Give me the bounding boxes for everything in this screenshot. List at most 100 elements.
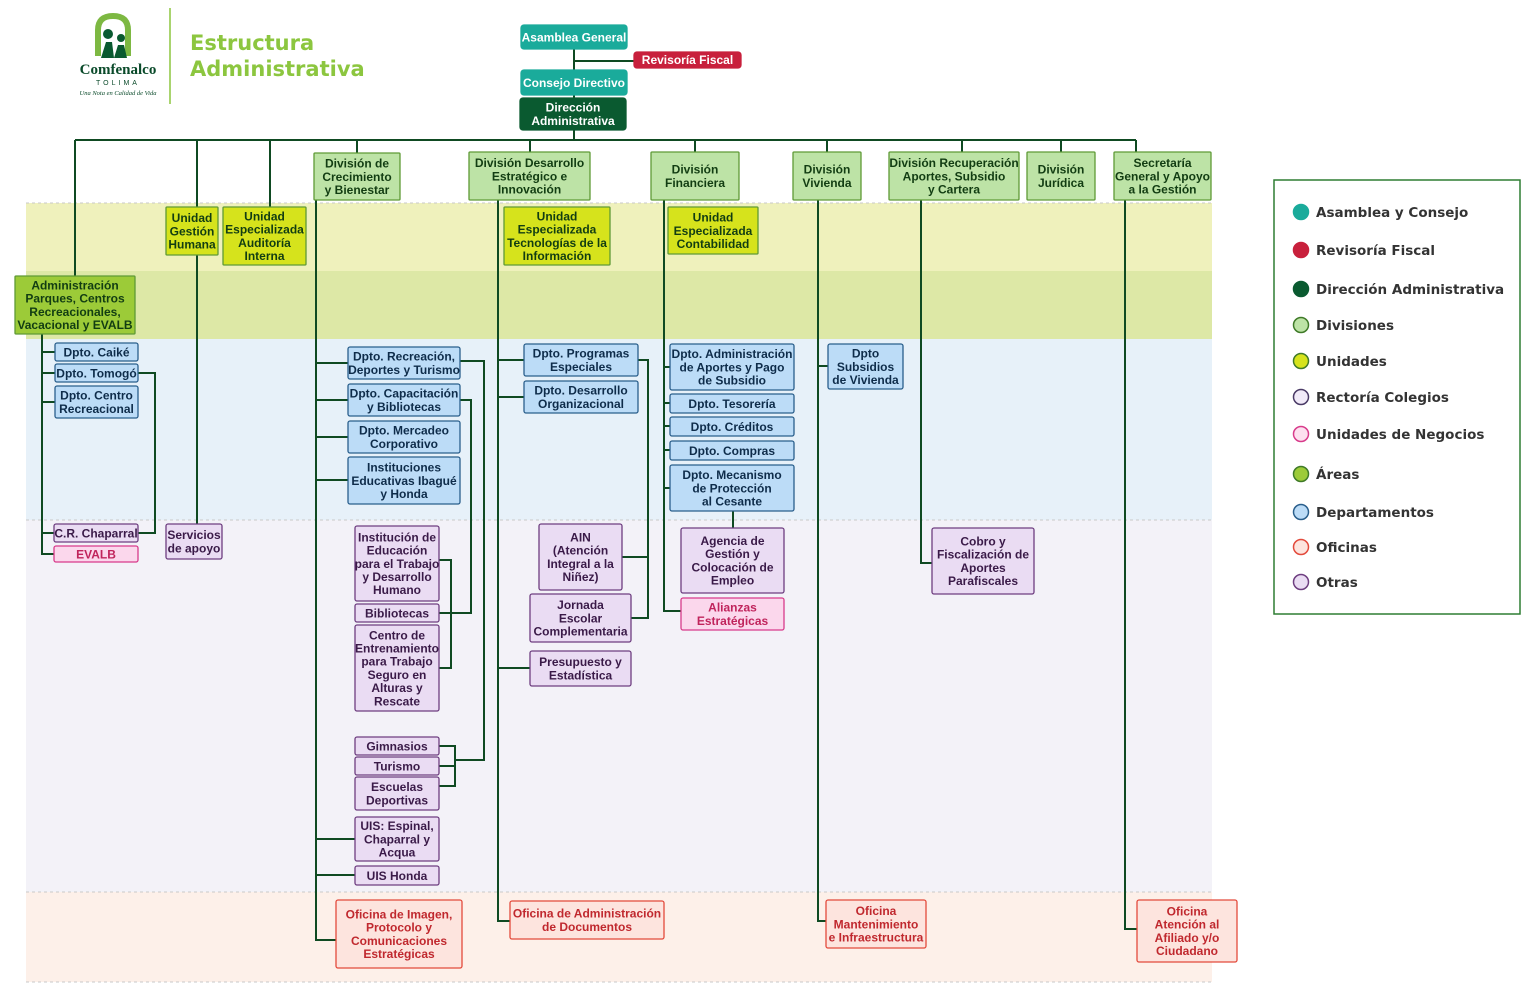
- box-label: Dpto. Programas: [533, 347, 630, 361]
- legend-label: Áreas: [1316, 466, 1359, 483]
- box-frame: [792, 151, 862, 201]
- box-d-caike: Dpto. Caiké: [54, 342, 139, 362]
- box-label: Institución de: [358, 530, 436, 544]
- legend-label: Dirección Administrativa: [1316, 282, 1504, 298]
- legend-item: Divisiones: [1292, 316, 1394, 334]
- box-asamblea: Asamblea General: [520, 24, 628, 50]
- box-frame: [669, 440, 795, 461]
- legend-swatch: [1292, 538, 1310, 556]
- connector-line: [1124, 200, 1137, 930]
- box-frame: [669, 343, 795, 391]
- box-label: General y Apoyo: [1115, 169, 1210, 183]
- box-label: División: [804, 163, 851, 177]
- box-label: Escolar: [559, 611, 603, 625]
- box-frame: [633, 51, 742, 69]
- box-frame: [888, 151, 1020, 201]
- box-label: Parafiscales: [948, 574, 1018, 588]
- legend-item: Departamentos: [1292, 503, 1434, 521]
- connector-line: [497, 200, 510, 922]
- box-label: e Infraestructura: [829, 931, 924, 945]
- box-label: Alturas y: [371, 681, 423, 695]
- box-frame: [931, 527, 1035, 595]
- box-label: Oficina de Administración: [513, 907, 661, 921]
- legend-item: Unidades de Negocios: [1292, 425, 1484, 443]
- box-label: Jurídica: [1038, 176, 1084, 190]
- box-label: Niñez): [563, 570, 599, 584]
- box-label: Centro de: [369, 628, 425, 642]
- box-label: División de: [325, 157, 389, 171]
- box-label: Unidad: [537, 210, 578, 224]
- box-frame: [523, 380, 639, 414]
- connector-line: [41, 334, 54, 555]
- box-frame: [14, 275, 136, 335]
- box-d-teso: Dpto. Tesorería: [669, 393, 795, 414]
- box-label: Escuelas: [371, 780, 423, 794]
- box-label: Estadística: [549, 668, 613, 682]
- box-label: Recreacionales,: [29, 305, 120, 319]
- box-label: División Recuperación: [889, 156, 1018, 170]
- box-label: C.R. Chaparral: [54, 526, 137, 540]
- box-label: Dpto. Desarrollo: [534, 384, 627, 398]
- box-label: Corporativo: [370, 437, 438, 451]
- box-frame: [347, 346, 461, 380]
- box-label: de apoyo: [168, 541, 221, 555]
- box-label: Dpto. Compras: [689, 444, 775, 458]
- box-frame: [165, 523, 223, 560]
- box-frame: [669, 416, 795, 437]
- box-label: Recreacional: [59, 402, 134, 416]
- legend-item: Dirección Administrativa: [1292, 280, 1504, 298]
- connector-line: [817, 200, 826, 922]
- box-frame: [347, 456, 461, 505]
- legend-swatch: [1292, 241, 1310, 259]
- box-label: Interna: [244, 249, 284, 263]
- box-frame: [1113, 151, 1212, 201]
- box-frame: [165, 206, 219, 256]
- box-frame: [347, 383, 461, 417]
- connector-line: [138, 372, 156, 534]
- box-frame: [538, 523, 623, 591]
- box-frame: [53, 545, 139, 563]
- box-frame: [335, 899, 463, 969]
- box-label: para Trabajo: [361, 655, 432, 669]
- legend-label: Asamblea y Consejo: [1316, 205, 1468, 221]
- box-revisoria: Revisoría Fiscal: [633, 51, 742, 69]
- box-frame: [354, 736, 440, 756]
- box-label: (Atención: [553, 544, 608, 558]
- box-label: Dpto. Tesorería: [688, 397, 775, 411]
- legend-swatch: [1292, 280, 1310, 298]
- box-label: Entrenamiento: [355, 642, 439, 656]
- legend-item: Áreas: [1292, 465, 1359, 483]
- box-label: Aportes, Subsidio: [903, 169, 1006, 183]
- box-cr-chaparral: C.R. Chaparral: [53, 523, 139, 543]
- box-label: AIN: [570, 531, 591, 545]
- box-label: Acqua: [379, 846, 416, 860]
- box-label: Atención al: [1155, 918, 1220, 932]
- box-label: Dpto. Mercadeo: [359, 424, 449, 438]
- legend-swatch: [1292, 203, 1310, 221]
- box-frame: [523, 343, 639, 377]
- box-label: UIS: Espinal,: [360, 819, 433, 833]
- box-label: Empleo: [711, 574, 754, 588]
- box-label: Parques, Centros: [25, 292, 125, 306]
- box-frame: [520, 69, 628, 96]
- box-gimnasios: Gimnasios: [354, 736, 440, 756]
- box-frame: [1136, 899, 1238, 963]
- legend-item: Oficinas: [1292, 538, 1377, 556]
- box-frame: [669, 464, 795, 512]
- box-label: EVALB: [76, 547, 116, 561]
- box-label: Administrativa: [531, 114, 615, 128]
